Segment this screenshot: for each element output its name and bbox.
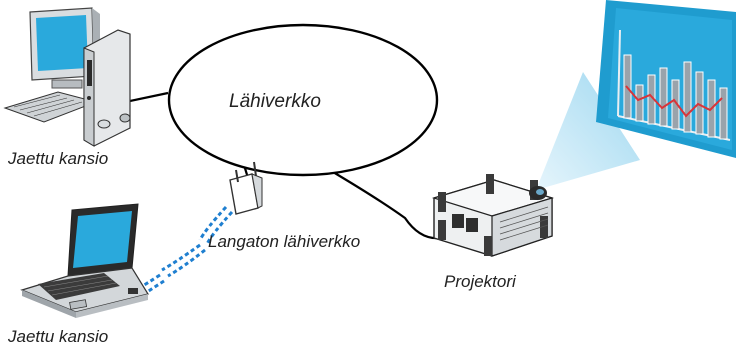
projector-device [431,174,555,257]
wireless-signal-waves [135,205,234,298]
desktop-shared-folder-label: Jaettu kansio [8,149,109,168]
projection-screen [596,0,736,158]
laptop-computer [20,203,149,318]
wireless-lan-label: Langaton lähiverkko [208,232,361,251]
wireless-access-point [229,161,263,215]
screen-trend-line [625,85,723,118]
projector-label: Projektori [444,272,516,291]
projection-beam [536,72,640,190]
lan-cloud-shape [167,23,439,177]
laptop-shared-folder-label: Jaettu kansio [8,327,109,346]
lan-cloud-label: Lähiverkko [229,91,321,112]
desktop-computer [3,7,131,147]
